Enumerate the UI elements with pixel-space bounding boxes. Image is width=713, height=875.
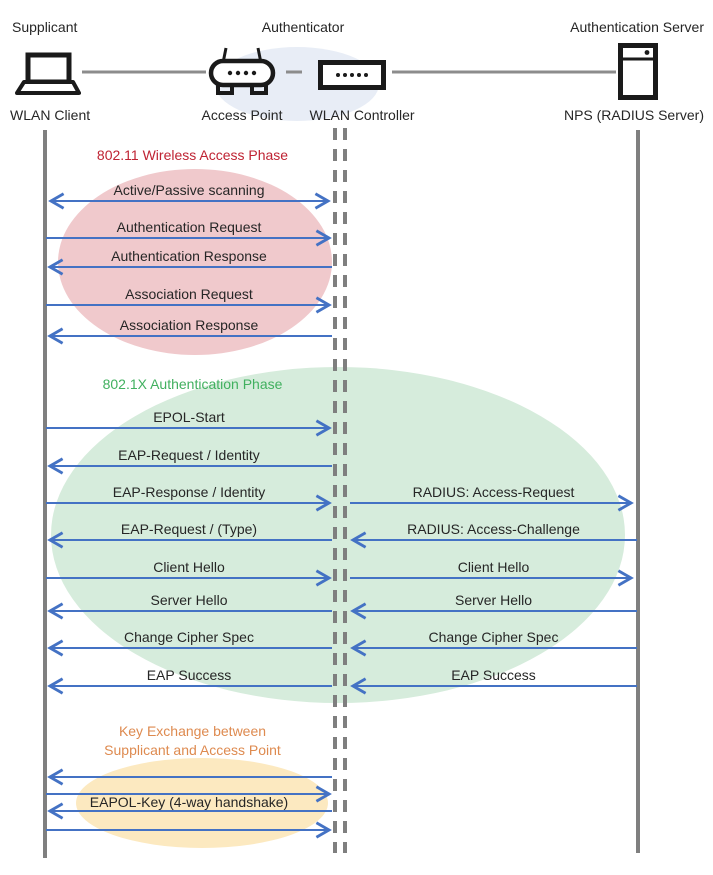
phase1-title: 802.11 Wireless Access Phase <box>96 147 289 163</box>
node-label-nps-server: NPS (RADIUS Server) <box>563 107 704 123</box>
access-point-icon <box>208 47 276 95</box>
message-label: Active/Passive scanning <box>113 182 265 198</box>
message-label: Server Hello <box>454 592 533 608</box>
message-label: RADIUS: Access-Challenge <box>407 521 580 537</box>
node-label-wlan-client: WLAN Client <box>10 107 91 123</box>
phase2-ellipse <box>51 367 625 703</box>
server-icon <box>618 43 658 100</box>
message-label: Change Cipher Spec <box>124 629 254 645</box>
message-label: EAPOL-Key (4-way handshake) <box>89 794 289 810</box>
message-label: EAP-Response / Identity <box>112 484 266 500</box>
node-label-wlan-controller: WLAN Controller <box>309 107 415 123</box>
message-label: RADIUS: Access-Request <box>412 484 575 500</box>
phase3-title-line2: Supplicant and Access Point <box>104 742 281 758</box>
message-label: Association Response <box>119 317 259 333</box>
message-label: Change Cipher Spec <box>428 629 559 645</box>
role-label-supplicant: Supplicant <box>12 19 78 35</box>
laptop-icon <box>15 52 81 95</box>
message-label: Association Request <box>125 286 253 302</box>
message-label: EPOL-Start <box>153 409 225 425</box>
node-label-access-point: Access Point <box>201 107 283 123</box>
message-label: EAP Success <box>451 667 536 683</box>
phase3-title-line1: Key Exchange between <box>118 723 267 739</box>
wlan-controller-icon <box>318 60 386 90</box>
message-label: Client Hello <box>457 559 530 575</box>
phase3-ellipse <box>76 758 328 848</box>
role-label-authenticator: Authenticator <box>261 19 345 35</box>
role-label-authentication-server: Authentication Server <box>570 19 704 35</box>
message-label: EAP Success <box>146 667 232 683</box>
phase3-title: Key Exchange between Supplicant and Acce… <box>45 722 340 760</box>
message-label: Authentication Response <box>111 248 267 264</box>
message-label: EAP-Request / (Type) <box>120 521 258 537</box>
phase2-title: 802.1X Authentication Phase <box>102 376 283 392</box>
message-label: EAP-Request / Identity <box>118 447 260 463</box>
phase1-ellipse <box>58 169 332 355</box>
message-label: Client Hello <box>153 559 225 575</box>
message-label: Server Hello <box>150 592 228 608</box>
message-label: Authentication Request <box>116 219 262 235</box>
